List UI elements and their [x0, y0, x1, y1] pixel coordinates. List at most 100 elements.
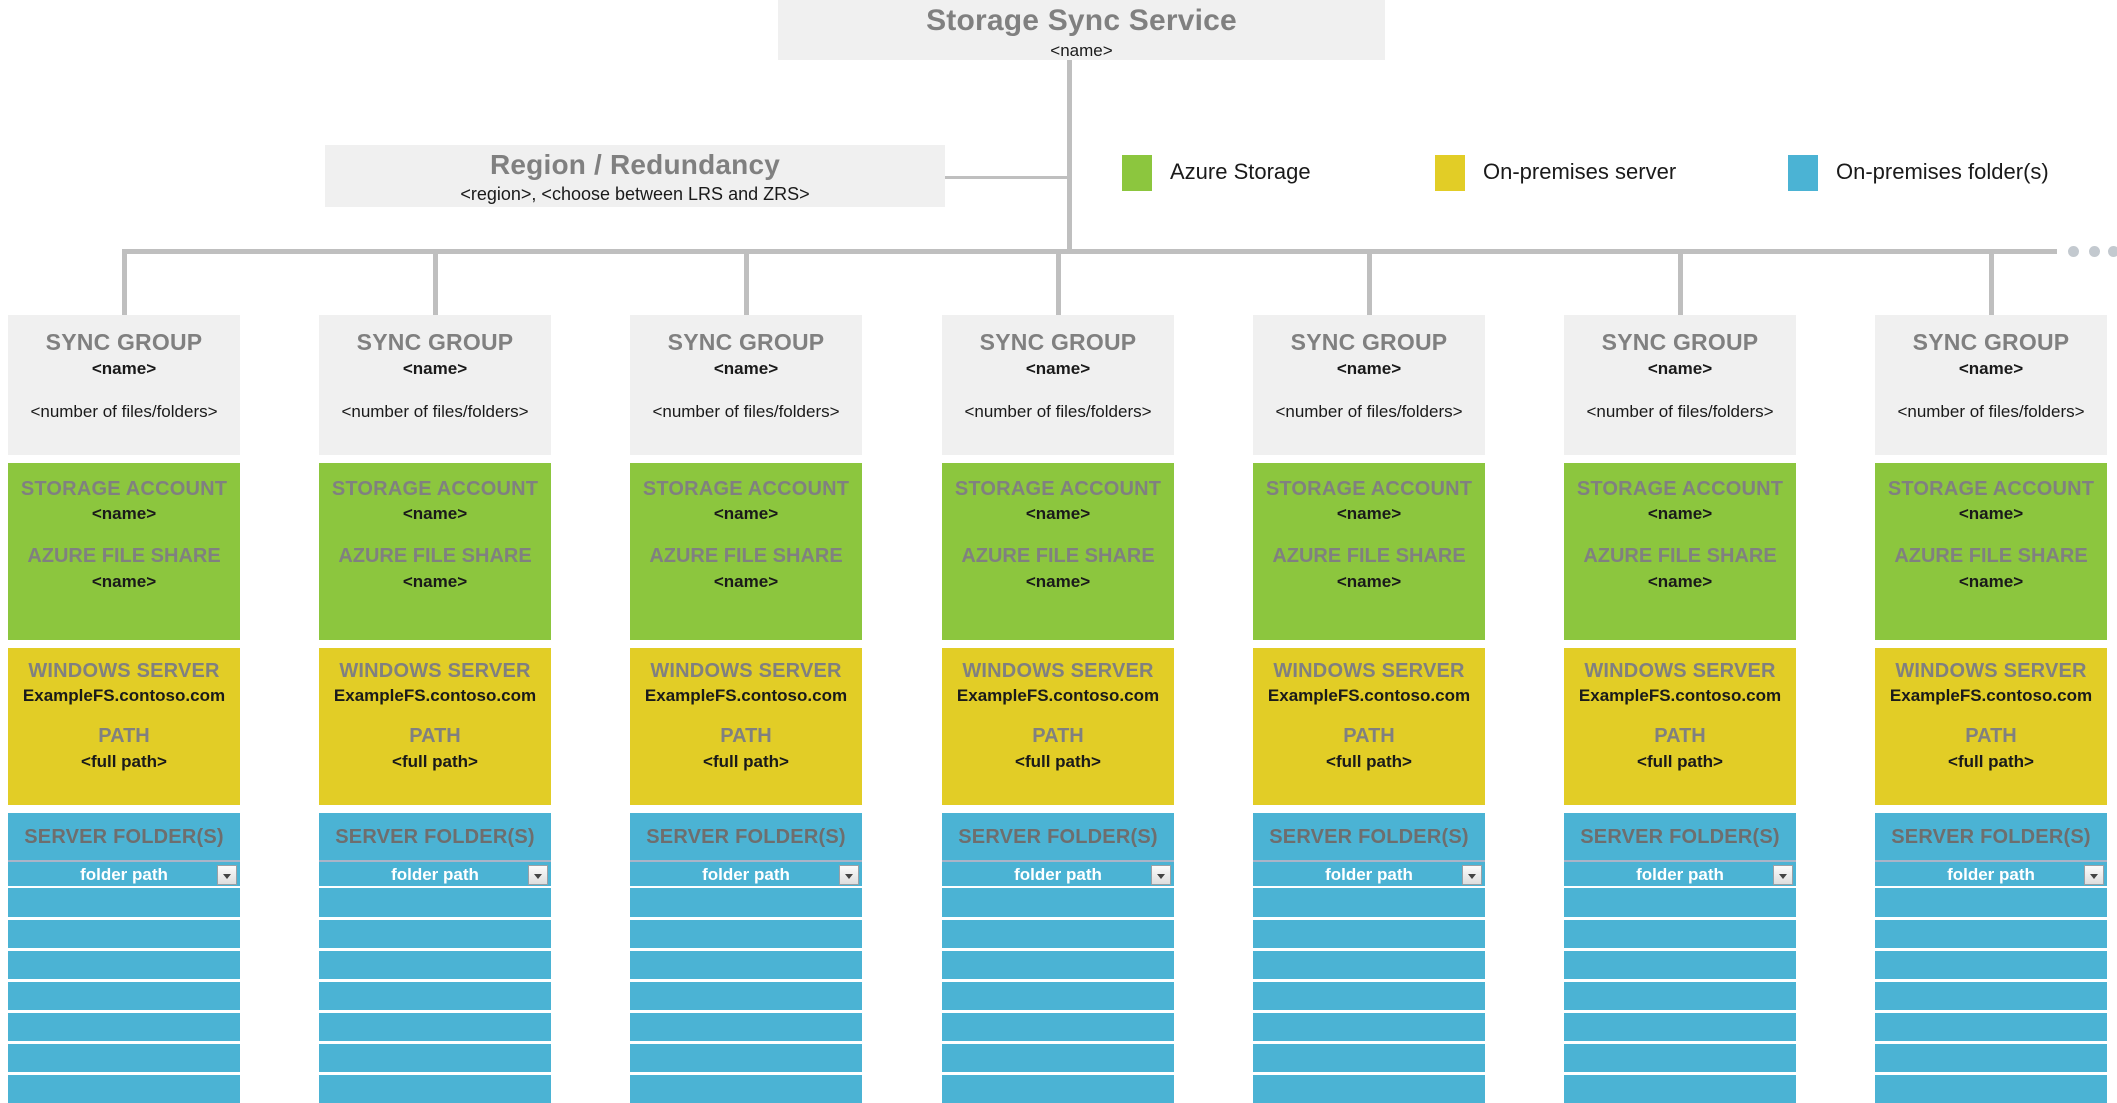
folder-row[interactable] [8, 1047, 240, 1075]
folder-path-select[interactable]: folder path [8, 860, 240, 888]
sync-group-node[interactable]: SYNC GROUP<name><number of files/folders… [8, 315, 240, 455]
sync-group-drop-connector [122, 249, 127, 315]
storage-account-title: STORAGE ACCOUNT [1265, 478, 1473, 500]
folder-row[interactable] [1875, 1047, 2107, 1075]
azure-file-share-title: AZURE FILE SHARE [961, 544, 1155, 567]
storage-account-node[interactable]: STORAGE ACCOUNT<name>AZURE FILE SHARE<na… [942, 463, 1174, 640]
folder-row[interactable] [1253, 954, 1485, 982]
folder-row[interactable] [942, 985, 1174, 1013]
sync-group-file-count: <number of files/folders> [1275, 401, 1463, 421]
sync-group-drop-connector [1367, 249, 1372, 315]
folder-row[interactable] [942, 1078, 1174, 1103]
folder-row[interactable] [1875, 985, 2107, 1013]
folder-path-select[interactable]: folder path [319, 860, 551, 888]
folder-row[interactable] [8, 1016, 240, 1044]
folder-row[interactable] [1564, 892, 1796, 920]
folder-row[interactable] [1875, 1078, 2107, 1103]
chevron-down-icon[interactable] [217, 865, 237, 885]
storage-account-title: STORAGE ACCOUNT [331, 478, 539, 500]
folder-row[interactable] [319, 954, 551, 982]
folder-row[interactable] [630, 954, 862, 982]
folder-row[interactable] [1253, 985, 1485, 1013]
folder-row[interactable] [1875, 954, 2107, 982]
folder-row[interactable] [1564, 923, 1796, 951]
folder-row[interactable] [319, 923, 551, 951]
folder-row[interactable] [1253, 1016, 1485, 1044]
folder-path-label: folder path [702, 865, 790, 884]
storage-account-node[interactable]: STORAGE ACCOUNT<name>AZURE FILE SHARE<na… [1253, 463, 1485, 640]
storage-account-node[interactable]: STORAGE ACCOUNT<name>AZURE FILE SHARE<na… [1564, 463, 1796, 640]
folder-row[interactable] [942, 1047, 1174, 1075]
folder-row[interactable] [319, 985, 551, 1013]
folder-row[interactable] [319, 1016, 551, 1044]
folder-row[interactable] [630, 923, 862, 951]
folder-row[interactable] [1875, 1016, 2107, 1044]
sync-group-drop-connector [1989, 249, 1994, 315]
folder-row[interactable] [942, 954, 1174, 982]
folder-row[interactable] [942, 892, 1174, 920]
sync-group-node[interactable]: SYNC GROUP<name><number of files/folders… [942, 315, 1174, 455]
folder-row[interactable] [1875, 892, 2107, 920]
storage-account-node[interactable]: STORAGE ACCOUNT<name>AZURE FILE SHARE<na… [319, 463, 551, 640]
folder-row[interactable] [319, 1047, 551, 1075]
chevron-down-icon[interactable] [839, 865, 859, 885]
storage-account-name: <name> [1958, 504, 2024, 523]
storage-account-node[interactable]: STORAGE ACCOUNT<name>AZURE FILE SHARE<na… [630, 463, 862, 640]
sync-group-node[interactable]: SYNC GROUP<name><number of files/folders… [1253, 315, 1485, 455]
windows-server-name: ExampleFS.contoso.com [22, 686, 226, 705]
chevron-down-icon[interactable] [1151, 865, 1171, 885]
sync-group-title: SYNC GROUP [1601, 329, 1759, 355]
folder-row[interactable] [1564, 1047, 1796, 1075]
folder-path-select[interactable]: folder path [1253, 860, 1485, 888]
sync-group-node[interactable]: SYNC GROUP<name><number of files/folders… [1564, 315, 1796, 455]
chevron-down-icon[interactable] [1462, 865, 1482, 885]
folder-row[interactable] [1253, 1078, 1485, 1103]
folder-row[interactable] [1564, 954, 1796, 982]
folder-path-select[interactable]: folder path [630, 860, 862, 888]
folder-row[interactable] [1253, 1047, 1485, 1075]
folder-row[interactable] [319, 892, 551, 920]
storage-account-node[interactable]: STORAGE ACCOUNT<name>AZURE FILE SHARE<na… [1875, 463, 2107, 640]
sync-group-node[interactable]: SYNC GROUP<name><number of files/folders… [1875, 315, 2107, 455]
folder-row[interactable] [630, 1078, 862, 1103]
folder-path-select[interactable]: folder path [1875, 860, 2107, 888]
sync-group-node[interactable]: SYNC GROUP<name><number of files/folders… [319, 315, 551, 455]
folder-row[interactable] [319, 1078, 551, 1103]
folder-row[interactable] [630, 892, 862, 920]
folder-row[interactable] [942, 923, 1174, 951]
folder-row[interactable] [1253, 892, 1485, 920]
folder-row[interactable] [8, 892, 240, 920]
chevron-down-icon[interactable] [528, 865, 548, 885]
folder-row[interactable] [1253, 923, 1485, 951]
folder-row[interactable] [8, 954, 240, 982]
folder-row[interactable] [1564, 1078, 1796, 1103]
windows-server-title: WINDOWS SERVER [1584, 660, 1776, 682]
chevron-down-icon[interactable] [2084, 865, 2104, 885]
folder-path-select[interactable]: folder path [1564, 860, 1796, 888]
folder-row[interactable] [8, 923, 240, 951]
storage-account-title: STORAGE ACCOUNT [642, 478, 850, 500]
chevron-down-icon[interactable] [1773, 865, 1793, 885]
folder-row[interactable] [1564, 1016, 1796, 1044]
windows-server-title: WINDOWS SERVER [1273, 660, 1465, 682]
folder-row[interactable] [942, 1016, 1174, 1044]
server-folders-node: SERVER FOLDER(S)folder path [630, 813, 862, 1103]
folder-path-select[interactable]: folder path [942, 860, 1174, 888]
folder-row[interactable] [1564, 985, 1796, 1013]
folder-row[interactable] [630, 1047, 862, 1075]
folder-row[interactable] [630, 985, 862, 1013]
folder-row[interactable] [1875, 923, 2107, 951]
storage-account-node[interactable]: STORAGE ACCOUNT<name>AZURE FILE SHARE<na… [8, 463, 240, 640]
folder-row[interactable] [8, 1078, 240, 1103]
folder-row[interactable] [630, 1016, 862, 1044]
folder-row[interactable] [8, 985, 240, 1013]
sync-group-node[interactable]: SYNC GROUP<name><number of files/folders… [630, 315, 862, 455]
sync-group-drop-connector [433, 249, 438, 315]
